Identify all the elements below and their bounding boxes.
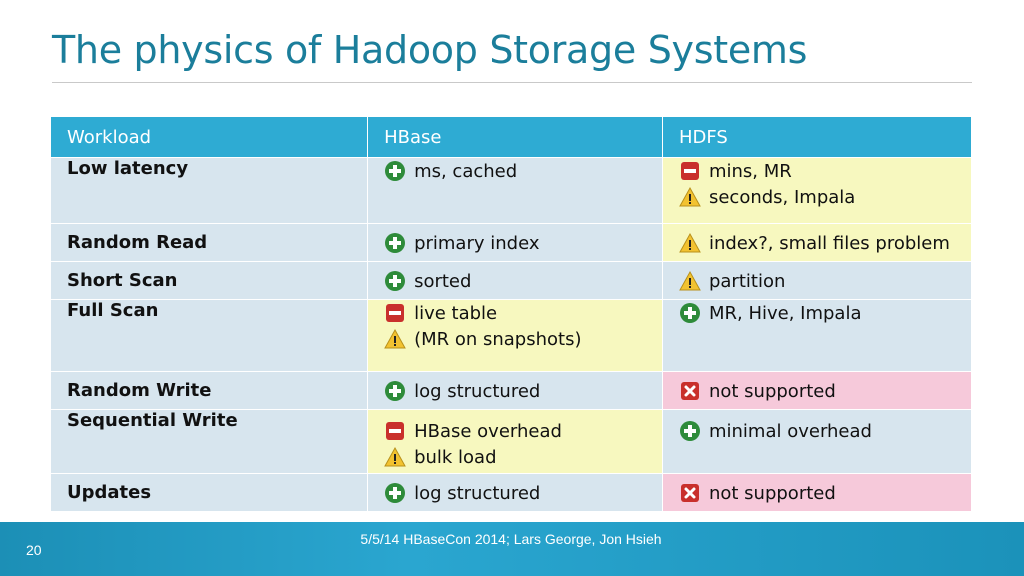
table-row: Full Scan live table (MR on snapshots) M… (49, 299, 973, 372)
cell-line: minimal overhead (679, 418, 971, 444)
hbase-cell: log structured (367, 371, 663, 410)
cell-line: mins, MR (679, 158, 971, 184)
cell-text: sorted (414, 270, 472, 292)
table-row: Short Scan sorted partition (49, 261, 973, 300)
table-row: Updates log structured not supported (49, 473, 973, 512)
plus-icon (384, 482, 406, 504)
hdfs-cell: partition (661, 261, 973, 300)
cell-line: sorted (384, 268, 662, 294)
cell-line: live table (384, 300, 662, 326)
table-row: Random Read primary index index?, small … (49, 223, 973, 262)
header-hbase: HBase (367, 116, 663, 158)
table-row: Low latency ms, cached mins, MR seconds,… (49, 157, 973, 224)
warning-icon (679, 270, 701, 292)
plus-icon (384, 232, 406, 254)
cell-text: seconds, Impala (708, 186, 856, 208)
hbase-cell: HBase overhead bulk load (367, 409, 663, 474)
cell-line: not supported (679, 378, 971, 404)
plus-icon (384, 270, 406, 292)
page-number: 20 (26, 542, 42, 558)
cell-text: ms, cached (414, 160, 518, 182)
table-row: Sequential Write HBase overhead bulk loa… (49, 409, 973, 474)
plus-icon (384, 380, 406, 402)
x-icon (679, 380, 701, 402)
workload-cell: Updates (49, 473, 369, 512)
workload-cell: Sequential Write (49, 409, 369, 474)
warning-icon (679, 186, 701, 208)
table-header-row: Workload HBase HDFS (49, 116, 973, 158)
cell-line: MR, Hive, Impala (679, 300, 971, 326)
hdfs-cell: index?, small files problem (661, 223, 973, 262)
warning-icon (384, 446, 406, 468)
table-row: Random Write log structured not supporte… (49, 371, 973, 410)
cell-text: partition (708, 270, 786, 292)
cell-line: seconds, Impala (679, 184, 971, 210)
cell-text: mins, MR (708, 160, 792, 182)
workload-cell: Low latency (49, 157, 369, 224)
slide-title: The physics of Hadoop Storage Systems (52, 28, 808, 72)
warning-icon (679, 232, 701, 254)
cell-line: primary index (384, 230, 662, 256)
header-workload: Workload (49, 116, 369, 158)
cell-text: not supported (708, 482, 836, 504)
hdfs-cell: mins, MR seconds, Impala (661, 157, 973, 224)
hbase-cell: sorted (367, 261, 663, 300)
hbase-cell: ms, cached (367, 157, 663, 224)
hbase-cell: log structured (367, 473, 663, 512)
minus-icon (384, 420, 406, 442)
hbase-cell: live table (MR on snapshots) (367, 299, 663, 372)
cell-text: HBase overhead (414, 420, 562, 442)
cell-line: HBase overhead (384, 418, 662, 444)
minus-icon (679, 160, 701, 182)
cell-line: bulk load (384, 444, 662, 470)
cell-line: partition (679, 268, 971, 294)
plus-icon (679, 420, 701, 442)
header-hdfs: HDFS (661, 116, 973, 158)
cell-text: (MR on snapshots) (414, 328, 582, 350)
cell-text: minimal overhead (708, 420, 872, 442)
cell-line: index?, small files problem (679, 230, 971, 256)
workload-cell: Random Read (49, 223, 369, 262)
workload-cell: Full Scan (49, 299, 369, 372)
cell-text: MR, Hive, Impala (708, 302, 862, 324)
cell-text: not supported (708, 380, 836, 402)
cell-text: log structured (414, 380, 541, 402)
hdfs-cell: MR, Hive, Impala (661, 299, 973, 372)
footer-text: 5/5/14 HBaseCon 2014; Lars George, Jon H… (360, 531, 662, 547)
cell-line: not supported (679, 480, 971, 506)
hdfs-cell: minimal overhead (661, 409, 973, 474)
comparison-table: Workload HBase HDFS Low latency ms, cach… (49, 116, 973, 512)
cell-line: ms, cached (384, 158, 662, 184)
plus-icon (679, 302, 701, 324)
footer-bar: 20 5/5/14 HBaseCon 2014; Lars George, Jo… (0, 522, 1024, 576)
workload-cell: Random Write (49, 371, 369, 410)
cell-text: bulk load (414, 446, 497, 468)
cell-text: log structured (414, 482, 541, 504)
workload-cell: Short Scan (49, 261, 369, 300)
x-icon (679, 482, 701, 504)
cell-line: log structured (384, 378, 662, 404)
plus-icon (384, 160, 406, 182)
hbase-cell: primary index (367, 223, 663, 262)
title-divider (52, 82, 972, 83)
cell-text: index?, small files problem (708, 232, 950, 254)
warning-icon (384, 328, 406, 350)
hdfs-cell: not supported (661, 473, 973, 512)
cell-text: primary index (414, 232, 540, 254)
cell-line: (MR on snapshots) (384, 326, 662, 352)
hdfs-cell: not supported (661, 371, 973, 410)
minus-icon (384, 302, 406, 324)
cell-text: live table (414, 302, 498, 324)
cell-line: log structured (384, 480, 662, 506)
